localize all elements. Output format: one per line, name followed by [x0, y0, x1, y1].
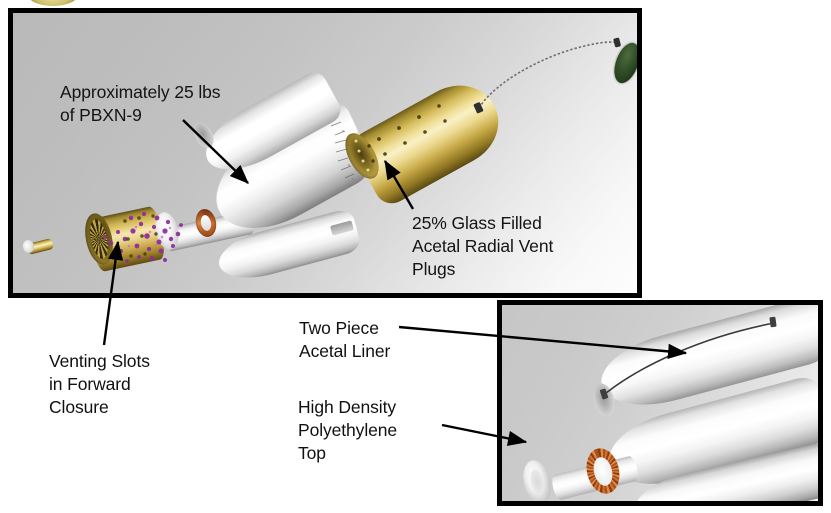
- detail-view-panel: [497, 300, 823, 506]
- top-edge-bleed-graphic: [28, 0, 78, 6]
- main-exploded-view-panel: Approximately 25 lbs of PBXN-9 25% Glass…: [8, 8, 642, 298]
- inset-scene: [502, 305, 818, 501]
- brass-vent-body: [347, 70, 513, 210]
- annotation-pbxn9: Approximately 25 lbs of PBXN-9: [60, 82, 221, 125]
- annotation-venting-slots: Venting Slots in Forward Closure: [49, 351, 150, 417]
- annotation-vent-plugs: 25% Glass Filled Acetal Radial Vent Plug…: [412, 213, 554, 279]
- main-scene: Approximately 25 lbs of PBXN-9 25% Glass…: [13, 13, 637, 293]
- annotation-hdpe-top: High Density Polyethylene Top: [298, 397, 398, 463]
- annotation-acetal-liner: Two Piece Acetal Liner: [299, 318, 391, 361]
- green-oval-tag: [609, 39, 637, 87]
